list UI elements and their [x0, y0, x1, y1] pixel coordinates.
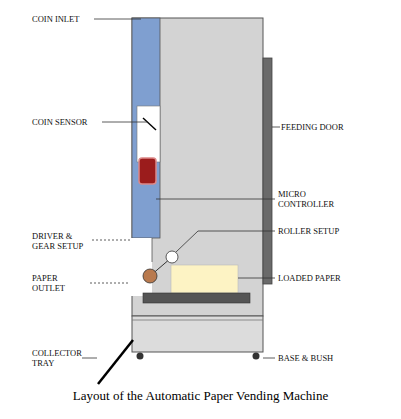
part-label: FEEDING DOOR [281, 122, 344, 132]
base-line [132, 320, 263, 321]
feeding-door [263, 58, 272, 284]
part-label: BASE & BUSH [278, 353, 333, 363]
part-label: COIN SENSOR [32, 117, 88, 127]
leader-line [272, 127, 280, 128]
leader-line [238, 278, 275, 279]
bush-wheel [137, 353, 144, 360]
leader-line [94, 19, 141, 20]
coin-sensor-window [137, 106, 160, 162]
coin-panel [132, 18, 160, 238]
leader-line [263, 358, 275, 359]
part-label: COLLECTOR TRAY [32, 348, 80, 368]
leader-line [176, 231, 275, 252]
paper-outlet-gap [128, 238, 152, 296]
figure-caption: Layout of the Automatic Paper Vending Ma… [73, 388, 328, 403]
loaded-paper [171, 265, 238, 293]
part-label: DRIVER & GEAR SETUP [32, 231, 90, 251]
part-label: LOADED PAPER [278, 273, 341, 283]
coin-sensor [143, 118, 156, 130]
leader-line [102, 122, 148, 123]
leader-line [82, 358, 97, 359]
leader-line [156, 199, 275, 200]
roller [166, 251, 178, 263]
paper-tray [143, 293, 250, 303]
bush-wheel [253, 353, 260, 360]
machine-body [132, 18, 263, 316]
part-label: ROLLER SETUP [278, 226, 339, 236]
leader-line [92, 240, 130, 241]
part-label: PAPER OUTLET [32, 273, 82, 293]
collector-tray [98, 340, 133, 384]
leader-line [90, 283, 130, 284]
outlet-edge [152, 238, 153, 262]
driver-gear [143, 269, 157, 283]
machine-base [132, 316, 263, 352]
micro-controller [139, 158, 156, 184]
part-label: COIN INLET [32, 14, 79, 24]
part-label: MICRO CONTROLLER [278, 189, 330, 209]
